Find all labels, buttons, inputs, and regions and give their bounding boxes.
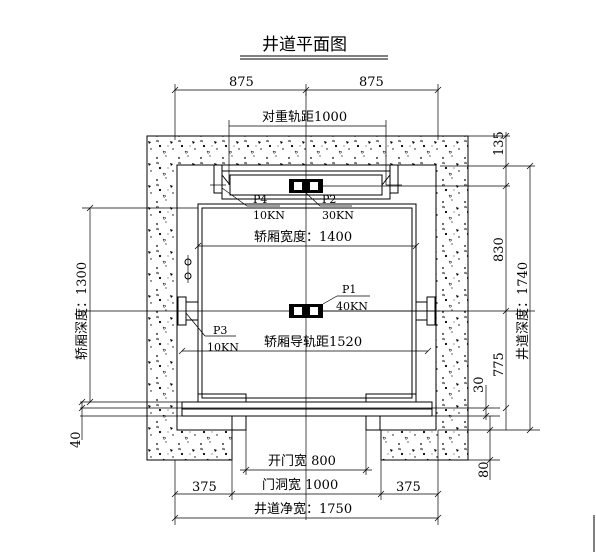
shaft-width-label: 井道净宽：1750	[254, 501, 352, 517]
door-hole-label: 门洞宽 1000	[262, 477, 338, 493]
left-small-fixtures	[184, 255, 192, 283]
bottom-right-dim: 375	[396, 480, 421, 495]
car-width-dimension: 轿厢宽度：1400	[194, 229, 420, 250]
car-guide-rail-label: 轿厢导轨距1520	[264, 335, 362, 350]
top-right-dim: 875	[359, 75, 384, 90]
p2-label: P2	[322, 193, 336, 206]
dim-80-label: 80	[477, 461, 492, 478]
dim-775-label: 775	[492, 352, 507, 377]
car-depth-label: 轿厢深度：1300	[74, 262, 90, 360]
counterweight-rail-dimension: 对重轨距1000	[228, 109, 387, 185]
top-dimension: 875 875	[171, 75, 442, 140]
p2-leader: P2 30KN	[305, 192, 354, 222]
p2-load: 30KN	[322, 209, 354, 222]
p4-label: P4	[253, 193, 267, 206]
top-left-dim: 875	[229, 75, 254, 90]
p1-load: 40KN	[336, 300, 368, 313]
dim-40: 40	[69, 398, 86, 448]
car-depth-dimension: 轿厢深度：1300	[74, 204, 94, 406]
dim-40-label: 40	[69, 431, 84, 448]
p3-label: P3	[213, 324, 227, 337]
shaft-depth-label: 井道深度：1740	[515, 262, 531, 360]
p2-load-marker	[289, 179, 323, 193]
p1-leader: P1 40KN	[322, 283, 370, 313]
door-hole-dimension: 门洞宽 1000 375 375	[171, 430, 442, 525]
p1-label: P1	[342, 283, 356, 296]
door-opening-dimension: 开门宽 800	[240, 430, 372, 475]
dim-30-label: 30	[472, 376, 487, 393]
door-opening-label: 开门宽 800	[268, 453, 336, 469]
dim-830-label: 830	[492, 237, 507, 262]
door-sill	[80, 393, 500, 431]
bottom-left-dim: 375	[192, 480, 217, 495]
p3-load: 10KN	[207, 341, 239, 354]
diagram-title: 井道平面图	[262, 35, 347, 55]
car-guide-rail-dimension: 轿厢导轨距1520	[178, 335, 432, 355]
right-dimensions: 135 830 775 井道深度：1740 30 80	[438, 131, 540, 480]
p1-load-marker	[289, 304, 323, 318]
p4-leader: P4 10KN	[221, 187, 285, 222]
dim-135-label: 135	[492, 131, 507, 156]
p3-leader: P3 10KN	[185, 312, 239, 354]
counterweight-rail-label: 对重轨距1000	[262, 109, 347, 125]
shaft-width-dimension: 井道净宽：1750	[171, 501, 442, 522]
car-width-label: 轿厢宽度：1400	[254, 229, 352, 245]
p4-load: 10KN	[253, 209, 285, 222]
